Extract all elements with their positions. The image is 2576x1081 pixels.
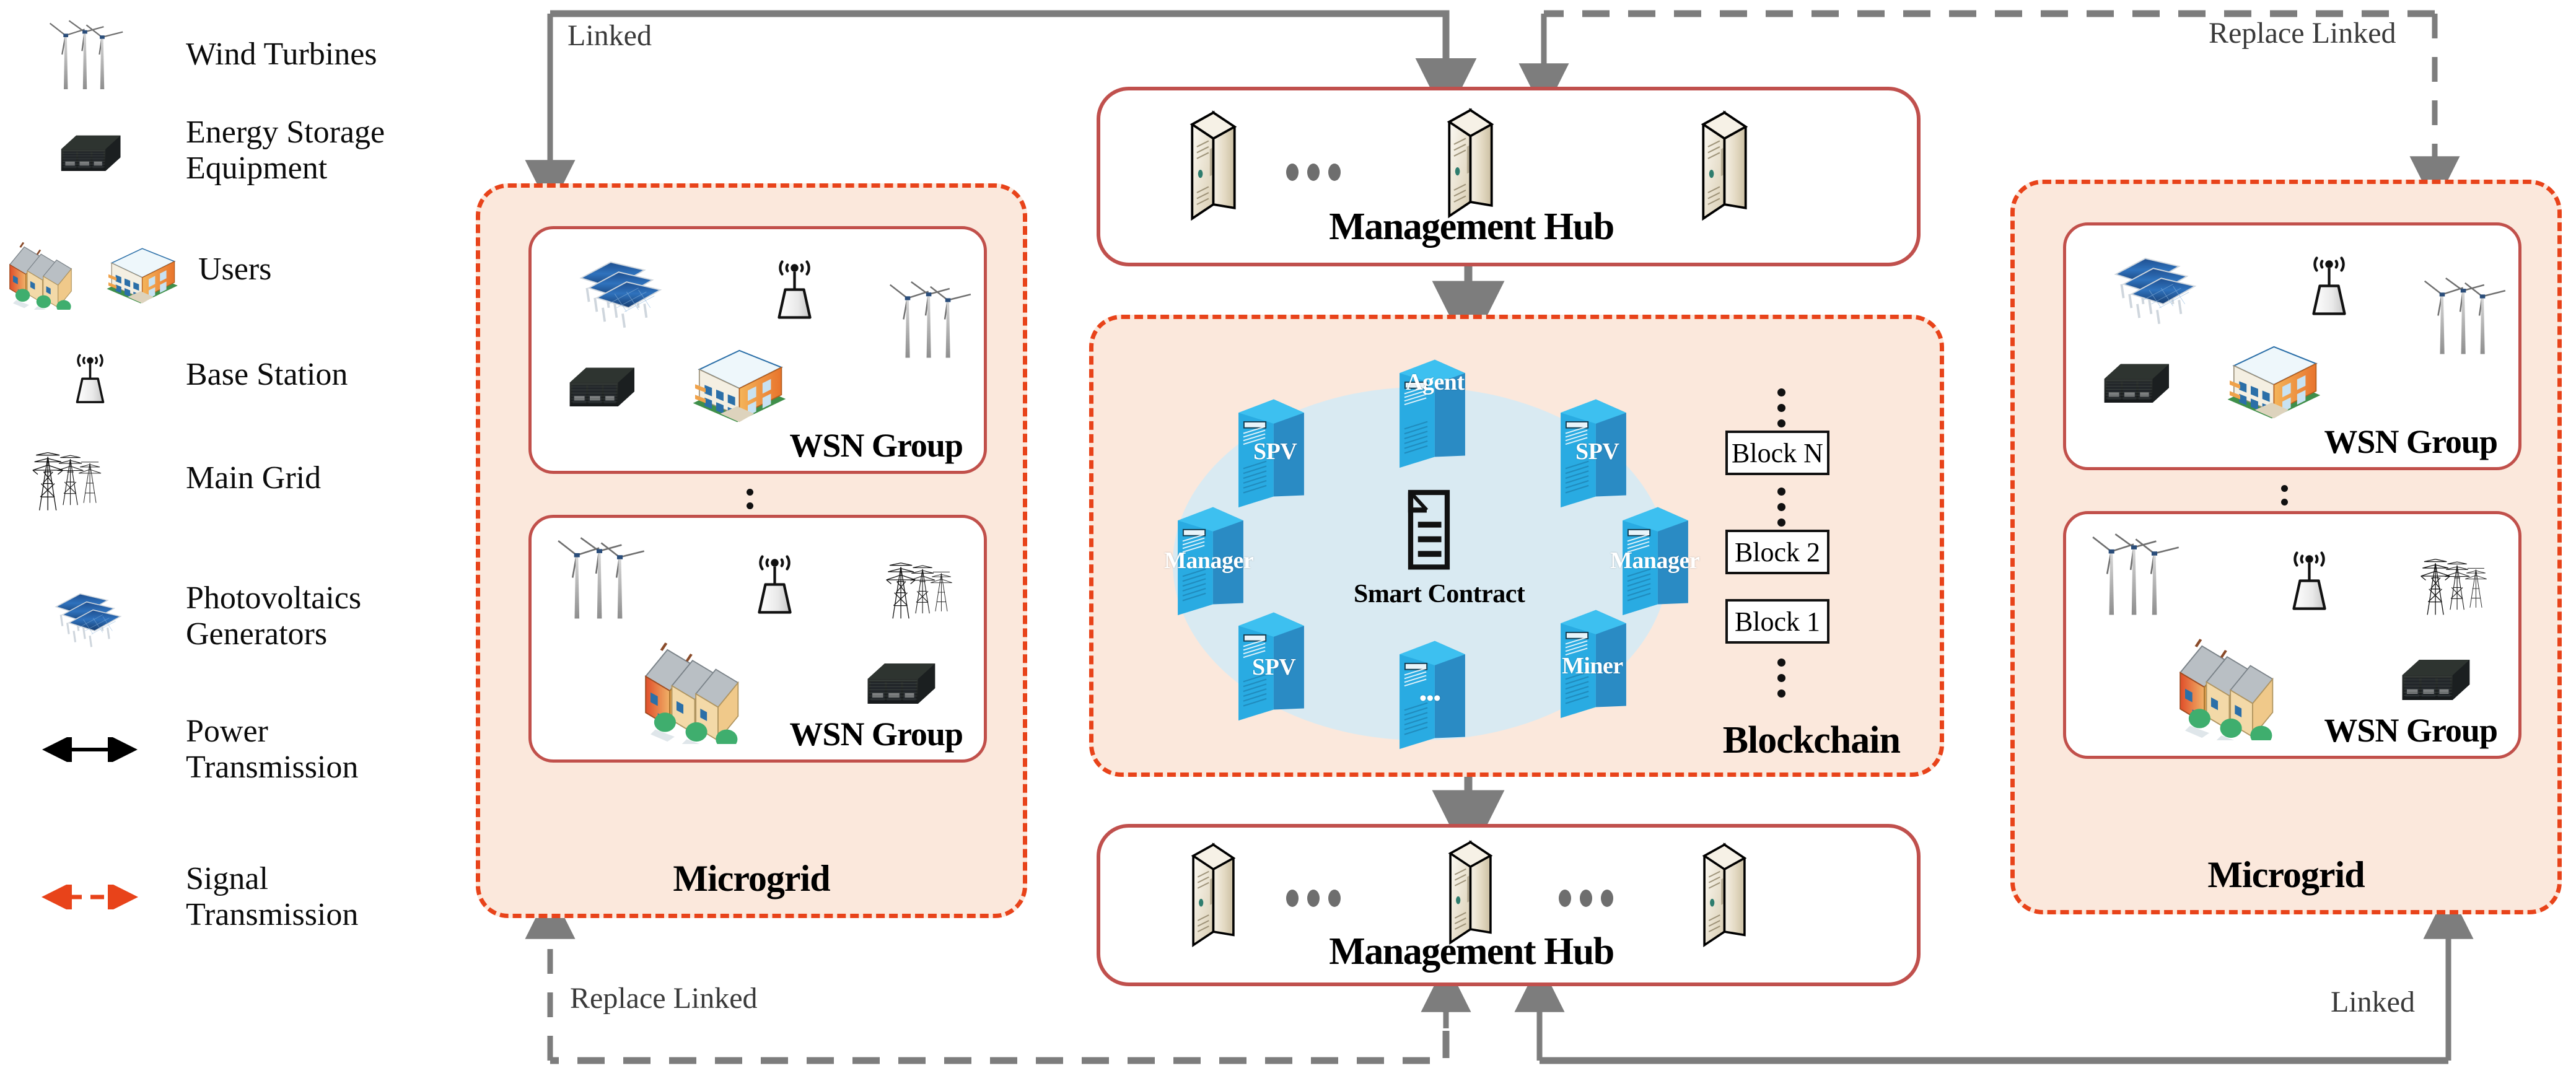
connector-label-bottom-left: Replace Linked xyxy=(570,982,758,1015)
wind-turbines-icon xyxy=(878,271,990,370)
wsn-group-label: WSN Group xyxy=(789,716,963,753)
apartment-building-icon xyxy=(2210,322,2334,430)
blockchain-node-miner[interactable]: Miner xyxy=(1557,599,1630,720)
orange-dashed-double-arrow-icon xyxy=(0,885,180,910)
hub-title: Management Hub xyxy=(1329,930,1614,973)
battery-storage-icon xyxy=(0,116,180,185)
node-label: Manager xyxy=(1610,548,1700,574)
blockchain-node-spv-top-right[interactable]: SPV xyxy=(1557,388,1630,510)
battery-storage-icon xyxy=(841,642,959,722)
battery-storage-icon xyxy=(2080,343,2191,421)
solar-panel-icon xyxy=(2086,237,2228,339)
block-ellipsis-mid xyxy=(1777,488,1785,527)
legend-label: Photovoltaics Generators xyxy=(186,580,362,652)
node-label: SPV xyxy=(1252,654,1296,680)
users-buildings-icon xyxy=(0,229,192,310)
legend-item-base-station: Base Station xyxy=(0,335,348,415)
legend-item-photovoltaics: Photovoltaics Generators xyxy=(0,576,361,657)
apartment-building-icon xyxy=(675,325,799,434)
node-label: SPV xyxy=(1253,439,1297,465)
wind-turbines-icon xyxy=(0,11,180,98)
legend-item-power-transmission: Power Transmission xyxy=(0,714,358,786)
wsn-group-right-1[interactable]: WSN Group xyxy=(2063,222,2521,470)
block-ellipsis-bottom xyxy=(1777,659,1785,698)
blockchain-title: Blockchain xyxy=(1722,719,1901,761)
wsn-group-left-2[interactable]: WSN Group xyxy=(528,515,987,763)
connector-label-top-left: Linked xyxy=(567,19,652,52)
wind-turbines-icon xyxy=(546,527,664,632)
smart-contract-icon xyxy=(1395,485,1468,576)
microgrid-left[interactable]: WSN Group WSN Group Microgrid xyxy=(476,183,1027,918)
base-station-icon xyxy=(736,530,813,632)
wsn-group-label: WSN Group xyxy=(789,427,963,464)
legend-item-wind-turbines: Wind Turbines xyxy=(0,11,377,98)
node-label: Agent xyxy=(1406,369,1465,395)
base-station-icon xyxy=(2290,232,2368,334)
base-station-icon xyxy=(0,335,180,415)
solar-panel-icon xyxy=(0,576,180,657)
houses-icon xyxy=(628,623,770,747)
node-label: Miner xyxy=(1562,653,1623,679)
legend-label: Power Transmission xyxy=(186,714,359,786)
wind-turbines-icon xyxy=(2413,268,2525,367)
blockchain-node-manager-right[interactable]: Manager xyxy=(1610,496,1700,618)
microgrid-title: Microgrid xyxy=(673,858,830,899)
legend-label: Users xyxy=(198,251,272,287)
wind-turbines-icon xyxy=(2081,523,2199,628)
node-label: SPV xyxy=(1575,439,1619,465)
block-item[interactable]: Block 1 xyxy=(1725,599,1829,644)
battery-storage-icon xyxy=(2376,638,2494,719)
microgrid-right[interactable]: WSN Group WSN Group Microgrid xyxy=(2010,180,2562,914)
smart-contract-label: Smart Contract xyxy=(1354,580,1525,608)
blockchain-node-agent[interactable]: Agent xyxy=(1396,349,1469,470)
horizontal-ellipsis xyxy=(1286,164,1341,181)
management-hub-bottom[interactable]: Management Hub xyxy=(1097,824,1921,986)
legend-label: Energy Storage Equipment xyxy=(186,115,385,186)
transmission-tower-icon xyxy=(2391,544,2525,628)
legend-label: Main Grid xyxy=(186,460,322,496)
legend-label: Base Station xyxy=(186,356,348,392)
legend-item-main-grid: Main Grid xyxy=(0,437,321,520)
base-station-icon xyxy=(2271,527,2348,629)
block-ellipsis-top xyxy=(1777,388,1785,427)
solar-panel-icon xyxy=(551,240,694,343)
wsn-group-right-2[interactable]: WSN Group xyxy=(2063,511,2521,759)
horizontal-ellipsis xyxy=(1286,890,1341,907)
node-label: Manager xyxy=(1164,548,1254,574)
block-item[interactable]: Block N xyxy=(1725,431,1829,475)
blockchain-node-spv-top-left[interactable]: SPV xyxy=(1235,388,1308,510)
management-hub-top[interactable]: Management Hub xyxy=(1097,87,1921,266)
blockchain-panel[interactable]: SPV Agent SPV Manager Manager SPV xyxy=(1089,315,1944,777)
hub-title: Management Hub xyxy=(1329,206,1614,248)
legend-item-users: Users xyxy=(0,229,271,310)
blockchain-node-spv-bottom-left[interactable]: SPV xyxy=(1235,602,1308,723)
microgrid-title: Microgrid xyxy=(2207,854,2365,895)
legend-item-energy-storage: Energy Storage Equipment xyxy=(0,115,385,186)
transmission-tower-icon xyxy=(0,437,180,520)
black-double-arrow-icon xyxy=(0,737,180,763)
legend-item-signal-transmission: Signal Transmission xyxy=(0,861,358,933)
horizontal-ellipsis xyxy=(1559,890,1613,907)
wsn-group-label: WSN Group xyxy=(2324,712,2498,749)
houses-icon xyxy=(2162,619,2305,743)
block-item[interactable]: Block 2 xyxy=(1725,530,1829,574)
connector-label-top-right: Replace Linked xyxy=(2209,17,2396,50)
legend-label: Signal Transmission xyxy=(186,861,359,933)
base-station-icon xyxy=(756,235,833,338)
blockchain-node-ellipsis[interactable]: ••• xyxy=(1396,630,1469,751)
transmission-tower-icon xyxy=(857,548,990,631)
node-label-ellipsis: ••• xyxy=(1419,687,1441,710)
legend-label: Wind Turbines xyxy=(186,36,377,72)
wsn-group-left-1[interactable]: WSN Group xyxy=(528,226,987,474)
battery-storage-icon xyxy=(545,347,657,424)
blockchain-node-manager-left[interactable]: Manager xyxy=(1164,496,1254,618)
wsn-group-label: WSN Group xyxy=(2324,423,2498,460)
connector-label-bottom-right: Linked xyxy=(2331,986,2415,1018)
legend: Wind Turbines Energy Storage Equipment U… xyxy=(0,0,471,1081)
